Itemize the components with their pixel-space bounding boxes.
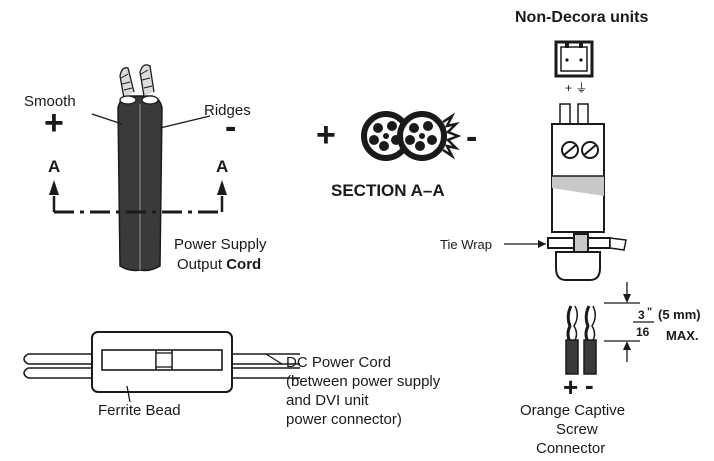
connector-caption-line2: Screw	[556, 421, 598, 438]
dc-cord-line3: and DVI unit	[286, 392, 369, 409]
section-title: SECTION A–A	[331, 181, 445, 200]
section-marker-right: A	[216, 157, 229, 176]
smooth-label: Smooth	[24, 93, 76, 110]
inch-mark: "	[647, 306, 653, 318]
negative-symbol: -	[225, 108, 237, 146]
ridges-label: Ridges	[204, 102, 251, 119]
power-cord-drawing	[52, 64, 224, 272]
tie-wrap-label: Tie Wrap	[440, 237, 493, 252]
strip-numerator: 3	[638, 308, 645, 322]
dc-cord-line2: (between power supply	[286, 373, 441, 390]
connector-caption-line3: Connector	[536, 440, 606, 457]
arrow-up-icon	[217, 180, 227, 195]
ferrite-bead-label: Ferrite Bead	[98, 402, 181, 419]
section-positive-symbol: +	[316, 116, 336, 154]
dc-cord-line1: DC Power Cord	[286, 354, 392, 371]
connector-title: Non-Decora units	[515, 9, 649, 26]
section-negative-symbol: -	[466, 118, 478, 156]
strip-metric: (5 mm)	[658, 307, 701, 322]
strip-length-dimension	[604, 282, 654, 362]
section-marker-left: A	[48, 157, 61, 176]
ferrite-bead-icon	[23, 331, 300, 403]
captive-screw-connector-drawing	[504, 40, 627, 281]
strip-denominator: 16	[636, 325, 650, 339]
polarity-minus: -	[585, 370, 594, 400]
positive-symbol: +	[44, 104, 64, 142]
power-supply-caption-line1: Power Supply	[174, 236, 267, 253]
pin-labels: + ⏚	[565, 81, 588, 95]
strip-max: MAX.	[666, 328, 699, 343]
cross-section-drawing	[361, 111, 462, 161]
arrow-up-icon	[49, 180, 59, 195]
wire-conductor-icon	[583, 305, 597, 375]
wire-conductor-icon	[565, 305, 579, 375]
connector-caption-line1: Orange Captive	[520, 402, 626, 419]
power-supply-caption-line2: Output Cord	[177, 256, 262, 273]
polarity-plus: +	[563, 372, 579, 402]
dc-cord-line4: power connector)	[286, 411, 402, 428]
